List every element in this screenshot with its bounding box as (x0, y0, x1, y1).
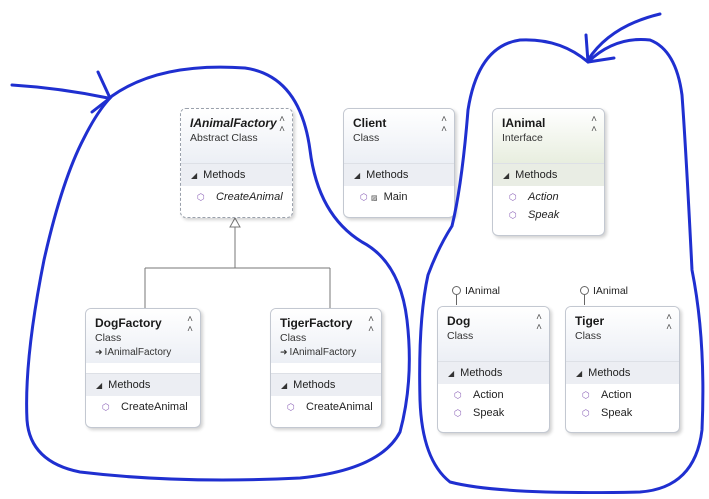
class-header: TigerFactory Class ➜IAnimalFactory ˄˄ (271, 309, 381, 363)
class-name: Tiger (575, 314, 605, 328)
method-item[interactable]: ⬡CreateAnimal (86, 398, 200, 416)
class-name: IAnimal (502, 116, 546, 130)
class-name: Dog (447, 314, 471, 328)
triangle-down-icon: ◢ (281, 381, 288, 390)
methods-section-header[interactable]: ◢Methods (438, 361, 549, 384)
triangle-down-icon: ◢ (576, 369, 583, 378)
arrow-right-icon: ➜ (280, 347, 288, 357)
class-header: Dog Class ˄˄ (438, 307, 549, 361)
double-chevron-up-icon[interactable]: ˄˄ (666, 312, 672, 333)
methods-section-header[interactable]: ◢Methods (271, 373, 381, 396)
method-cube-icon: ⬡ (197, 192, 205, 202)
class-box-ianimalfactory[interactable]: IAnimalFactory Abstract Class ˄˄ ◢Method… (180, 108, 293, 218)
class-kind: Interface (502, 132, 543, 144)
class-name: IAnimalFactory (190, 116, 277, 130)
class-header: IAnimal Interface ˄˄ (493, 109, 604, 163)
arrow-right-icon: ➜ (95, 347, 103, 357)
inheritance-arrowhead (229, 216, 241, 228)
class-name: TigerFactory (280, 316, 353, 330)
class-kind: Class (95, 332, 122, 344)
method-item[interactable]: ⬡Action (493, 188, 604, 206)
class-kind: Abstract Class (190, 132, 258, 144)
method-item[interactable]: ⬡CreateAnimal (181, 188, 292, 206)
base-class-label: ➜IAnimalFactory (95, 347, 172, 358)
lollipop-icon (452, 286, 461, 295)
double-chevron-up-icon[interactable]: ˄˄ (368, 314, 374, 335)
base-class-label: ➜IAnimalFactory (280, 347, 357, 358)
double-chevron-up-icon[interactable]: ˄˄ (591, 114, 597, 135)
interface-lollipop-dog: IAnimal (452, 285, 500, 305)
triangle-down-icon: ◢ (354, 171, 361, 180)
triangle-down-icon: ◢ (448, 369, 455, 378)
method-cube-icon: ⬡ (582, 390, 590, 400)
class-kind: Class (280, 332, 307, 344)
method-item[interactable]: ⬡Action (438, 386, 549, 404)
triangle-down-icon: ◢ (503, 171, 510, 180)
lock-icon: ▨ (371, 195, 378, 202)
method-item[interactable]: ⬡Action (566, 386, 679, 404)
class-header: IAnimalFactory Abstract Class ˄˄ (181, 109, 292, 163)
method-cube-icon: ⬡ (102, 402, 110, 412)
class-name: Client (353, 116, 387, 130)
class-box-dog[interactable]: Dog Class ˄˄ ◢Methods ⬡Action ⬡Speak (437, 306, 550, 433)
method-cube-icon: ⬡ (454, 408, 462, 418)
method-cube-icon: ⬡ (360, 192, 368, 202)
class-kind: Class (353, 132, 380, 144)
triangle-down-icon: ◢ (96, 381, 103, 390)
class-kind: Class (575, 330, 602, 342)
method-item[interactable]: ⬡Speak (438, 404, 549, 422)
method-item[interactable]: ⬡CreateAnimal (271, 398, 381, 416)
lollipop-icon (580, 286, 589, 295)
methods-section-header[interactable]: ◢Methods (493, 163, 604, 186)
class-box-client[interactable]: Client Class ˄˄ ◢Methods ⬡▨Main (343, 108, 455, 218)
class-kind: Class (447, 330, 474, 342)
class-box-dogfactory[interactable]: DogFactory Class ➜IAnimalFactory ˄˄ ◢Met… (85, 308, 201, 428)
method-cube-icon: ⬡ (287, 402, 295, 412)
method-item[interactable]: ⬡Speak (493, 206, 604, 224)
class-box-ianimal[interactable]: IAnimal Interface ˄˄ ◢Methods ⬡Action ⬡S… (492, 108, 605, 236)
class-header: DogFactory Class ➜IAnimalFactory ˄˄ (86, 309, 200, 363)
methods-section-header[interactable]: ◢Methods (86, 373, 200, 396)
method-cube-icon: ⬡ (509, 210, 517, 220)
method-item[interactable]: ⬡▨Main (344, 188, 454, 206)
methods-section-header[interactable]: ◢Methods (566, 361, 679, 384)
methods-section-header[interactable]: ◢Methods (181, 163, 292, 186)
class-header: Client Class ˄˄ (344, 109, 454, 163)
class-name: DogFactory (95, 316, 162, 330)
methods-section-header[interactable]: ◢Methods (344, 163, 454, 186)
double-chevron-up-icon[interactable]: ˄˄ (279, 114, 285, 135)
method-item[interactable]: ⬡Speak (566, 404, 679, 422)
class-box-tiger[interactable]: Tiger Class ˄˄ ◢Methods ⬡Action ⬡Speak (565, 306, 680, 433)
double-chevron-up-icon[interactable]: ˄˄ (536, 312, 542, 333)
interface-lollipop-tiger: IAnimal (580, 285, 628, 305)
class-box-tigerfactory[interactable]: TigerFactory Class ➜IAnimalFactory ˄˄ ◢M… (270, 308, 382, 428)
double-chevron-up-icon[interactable]: ˄˄ (187, 314, 193, 335)
class-header: Tiger Class ˄˄ (566, 307, 679, 361)
method-cube-icon: ⬡ (454, 390, 462, 400)
method-cube-icon: ⬡ (509, 192, 517, 202)
triangle-down-icon: ◢ (191, 171, 198, 180)
double-chevron-up-icon[interactable]: ˄˄ (441, 114, 447, 135)
method-cube-icon: ⬡ (582, 408, 590, 418)
